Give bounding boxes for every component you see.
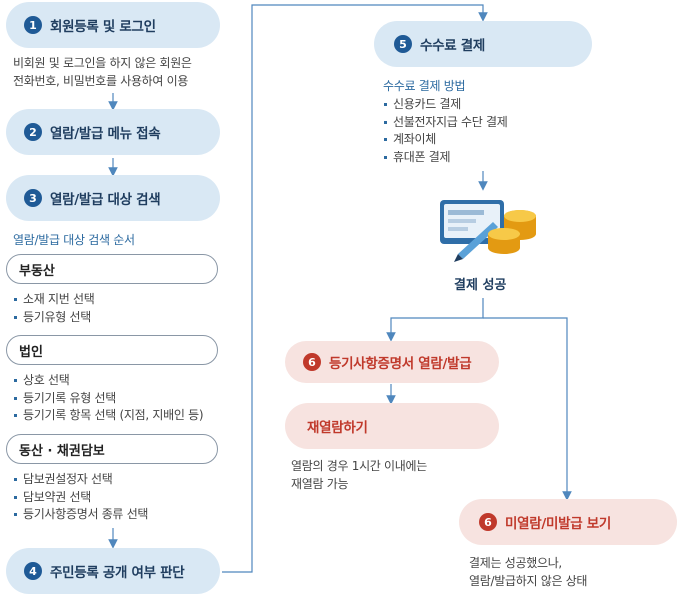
step-1-member-login: 1 회원등록 및 로그인 — [6, 2, 220, 48]
group-label: 법인 — [19, 344, 43, 360]
arrow-4-5 — [222, 4, 488, 573]
list-item: 등기유형 선택 — [13, 309, 94, 327]
payment-methods: 신용카드 결제 선불전자지급 수단 결제 계좌이체 휴대폰 결제 — [383, 96, 508, 167]
step-number-badge: 5 — [394, 35, 412, 53]
unviewed-description: 결제는 성공했으나, 열람/발급하지 않은 상태 — [469, 556, 588, 588]
list-item: 신용카드 결제 — [383, 96, 507, 114]
step-label: 수수료 결제 — [420, 38, 485, 54]
list-item: 계좌이체 — [383, 131, 507, 149]
arrow-success-6a — [386, 298, 484, 342]
list-item: 담보약권 선택 — [13, 489, 148, 507]
step-6-unviewed-list: 6 미열람/미발급 보기 — [459, 499, 677, 545]
step-number-badge: 6 — [479, 513, 497, 531]
group-label: 부동산 — [19, 263, 55, 279]
arrow-success-6b — [483, 317, 572, 501]
step-number-badge: 3 — [24, 189, 42, 207]
corporation-items: 상호 선택 등기기록 유형 선택 등기기록 항목 선택 (지점, 지배인 등) — [13, 372, 204, 425]
step-6-certificate-issue: 6 등기사항증명서 열람/발급 — [285, 341, 499, 383]
step-5-fee-payment: 5 수수료 결제 — [374, 21, 592, 67]
step-label: 등기사항증명서 열람/발급 — [329, 356, 472, 372]
step-number-badge: 6 — [303, 353, 321, 371]
step-label: 미열람/미발급 보기 — [505, 516, 611, 532]
step-1-description: 비회원 및 로그인을 하지 않은 회원은 전화번호, 비밀번호를 사용하여 이용 — [13, 56, 192, 88]
group-movable-collateral: 동산 · 채권담보 — [6, 434, 218, 464]
payment-success-label: 결제 성공 — [454, 278, 507, 293]
search-order-title: 열람/발급 대상 검색 순서 — [13, 233, 135, 247]
list-item: 등기기록 항목 선택 (지점, 지배인 등) — [13, 407, 204, 425]
reread-button: 재열람하기 — [285, 403, 499, 449]
movable-items: 담보권설정자 선택 담보약권 선택 등기사항증명서 종류 선택 — [13, 471, 148, 524]
step-number-badge: 4 — [24, 562, 42, 580]
list-item: 선불전자지급 수단 결제 — [383, 114, 508, 132]
realestate-items: 소재 지번 선택 등기유형 선택 — [13, 291, 95, 327]
list-item: 상호 선택 — [13, 372, 203, 390]
group-corporation: 법인 — [6, 335, 218, 365]
list-item: 담보권설정자 선택 — [13, 471, 148, 489]
list-item: 휴대폰 결제 — [383, 149, 507, 167]
step-label: 주민등록 공개 여부 판단 — [50, 565, 185, 581]
step-2-menu-access: 2 열람/발급 메뉴 접속 — [6, 109, 220, 155]
group-realestate: 부동산 — [6, 254, 218, 284]
step-label: 재열람하기 — [307, 420, 368, 436]
payment-methods-title: 수수료 결제 방법 — [383, 79, 466, 93]
step-number-badge: 2 — [24, 123, 42, 141]
payment-card-coins-icon — [440, 200, 536, 262]
step-3-target-search: 3 열람/발급 대상 검색 — [6, 175, 220, 221]
step-number-badge: 1 — [24, 16, 42, 34]
step-4-resident-disclosure: 4 주민등록 공개 여부 판단 — [6, 548, 220, 594]
list-item: 소재 지번 선택 — [13, 291, 95, 309]
step-label: 회원등록 및 로그인 — [50, 19, 156, 35]
list-item: 등기기록 유형 선택 — [13, 390, 203, 408]
step-label: 열람/발급 대상 검색 — [50, 192, 161, 208]
group-label: 동산 · 채권담보 — [19, 443, 105, 459]
step-label: 열람/발급 메뉴 접속 — [50, 126, 161, 142]
reread-description: 열람의 경우 1시간 이내에는 재열람 가능 — [291, 459, 428, 491]
list-item: 등기사항증명서 종류 선택 — [13, 506, 148, 524]
